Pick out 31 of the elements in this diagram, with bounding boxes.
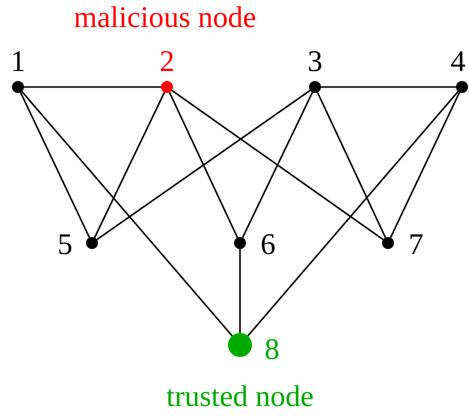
- vertex-number: 7: [408, 230, 424, 260]
- vertex-dot: [228, 333, 252, 357]
- edge-line: [247, 91, 459, 336]
- edge-line: [316, 92, 386, 238]
- edge-line: [24, 86, 161, 88]
- edge-line: [21, 91, 233, 336]
- vertex-dot: [309, 81, 321, 93]
- edge-line: [239, 249, 241, 333]
- edge-line: [171, 90, 384, 240]
- vertex-number: 8: [264, 335, 280, 365]
- vertex-number: 3: [308, 47, 322, 77]
- vertex-number: 5: [58, 230, 72, 260]
- vertex-dot: [382, 237, 394, 249]
- vertex-number: 1: [10, 47, 26, 77]
- vertex-number: 2: [160, 47, 174, 77]
- vertex-dot: [12, 81, 24, 93]
- vertex-number: 4: [450, 47, 466, 77]
- vertex-dot: [161, 81, 173, 93]
- edge-line: [321, 86, 456, 88]
- vertex-dot: [86, 237, 98, 249]
- edge-line: [94, 92, 166, 238]
- edge-line: [96, 90, 311, 240]
- edge-line: [168, 92, 238, 238]
- vertex-number: 6: [260, 230, 276, 260]
- vertex-dot: [234, 237, 246, 249]
- node-role-label: trusted node: [166, 382, 314, 412]
- edge-line: [390, 92, 460, 238]
- vertex-dot: [456, 81, 468, 93]
- node-role-label: malicious node: [74, 3, 256, 33]
- edge-line: [20, 92, 90, 238]
- edge-line: [242, 92, 314, 238]
